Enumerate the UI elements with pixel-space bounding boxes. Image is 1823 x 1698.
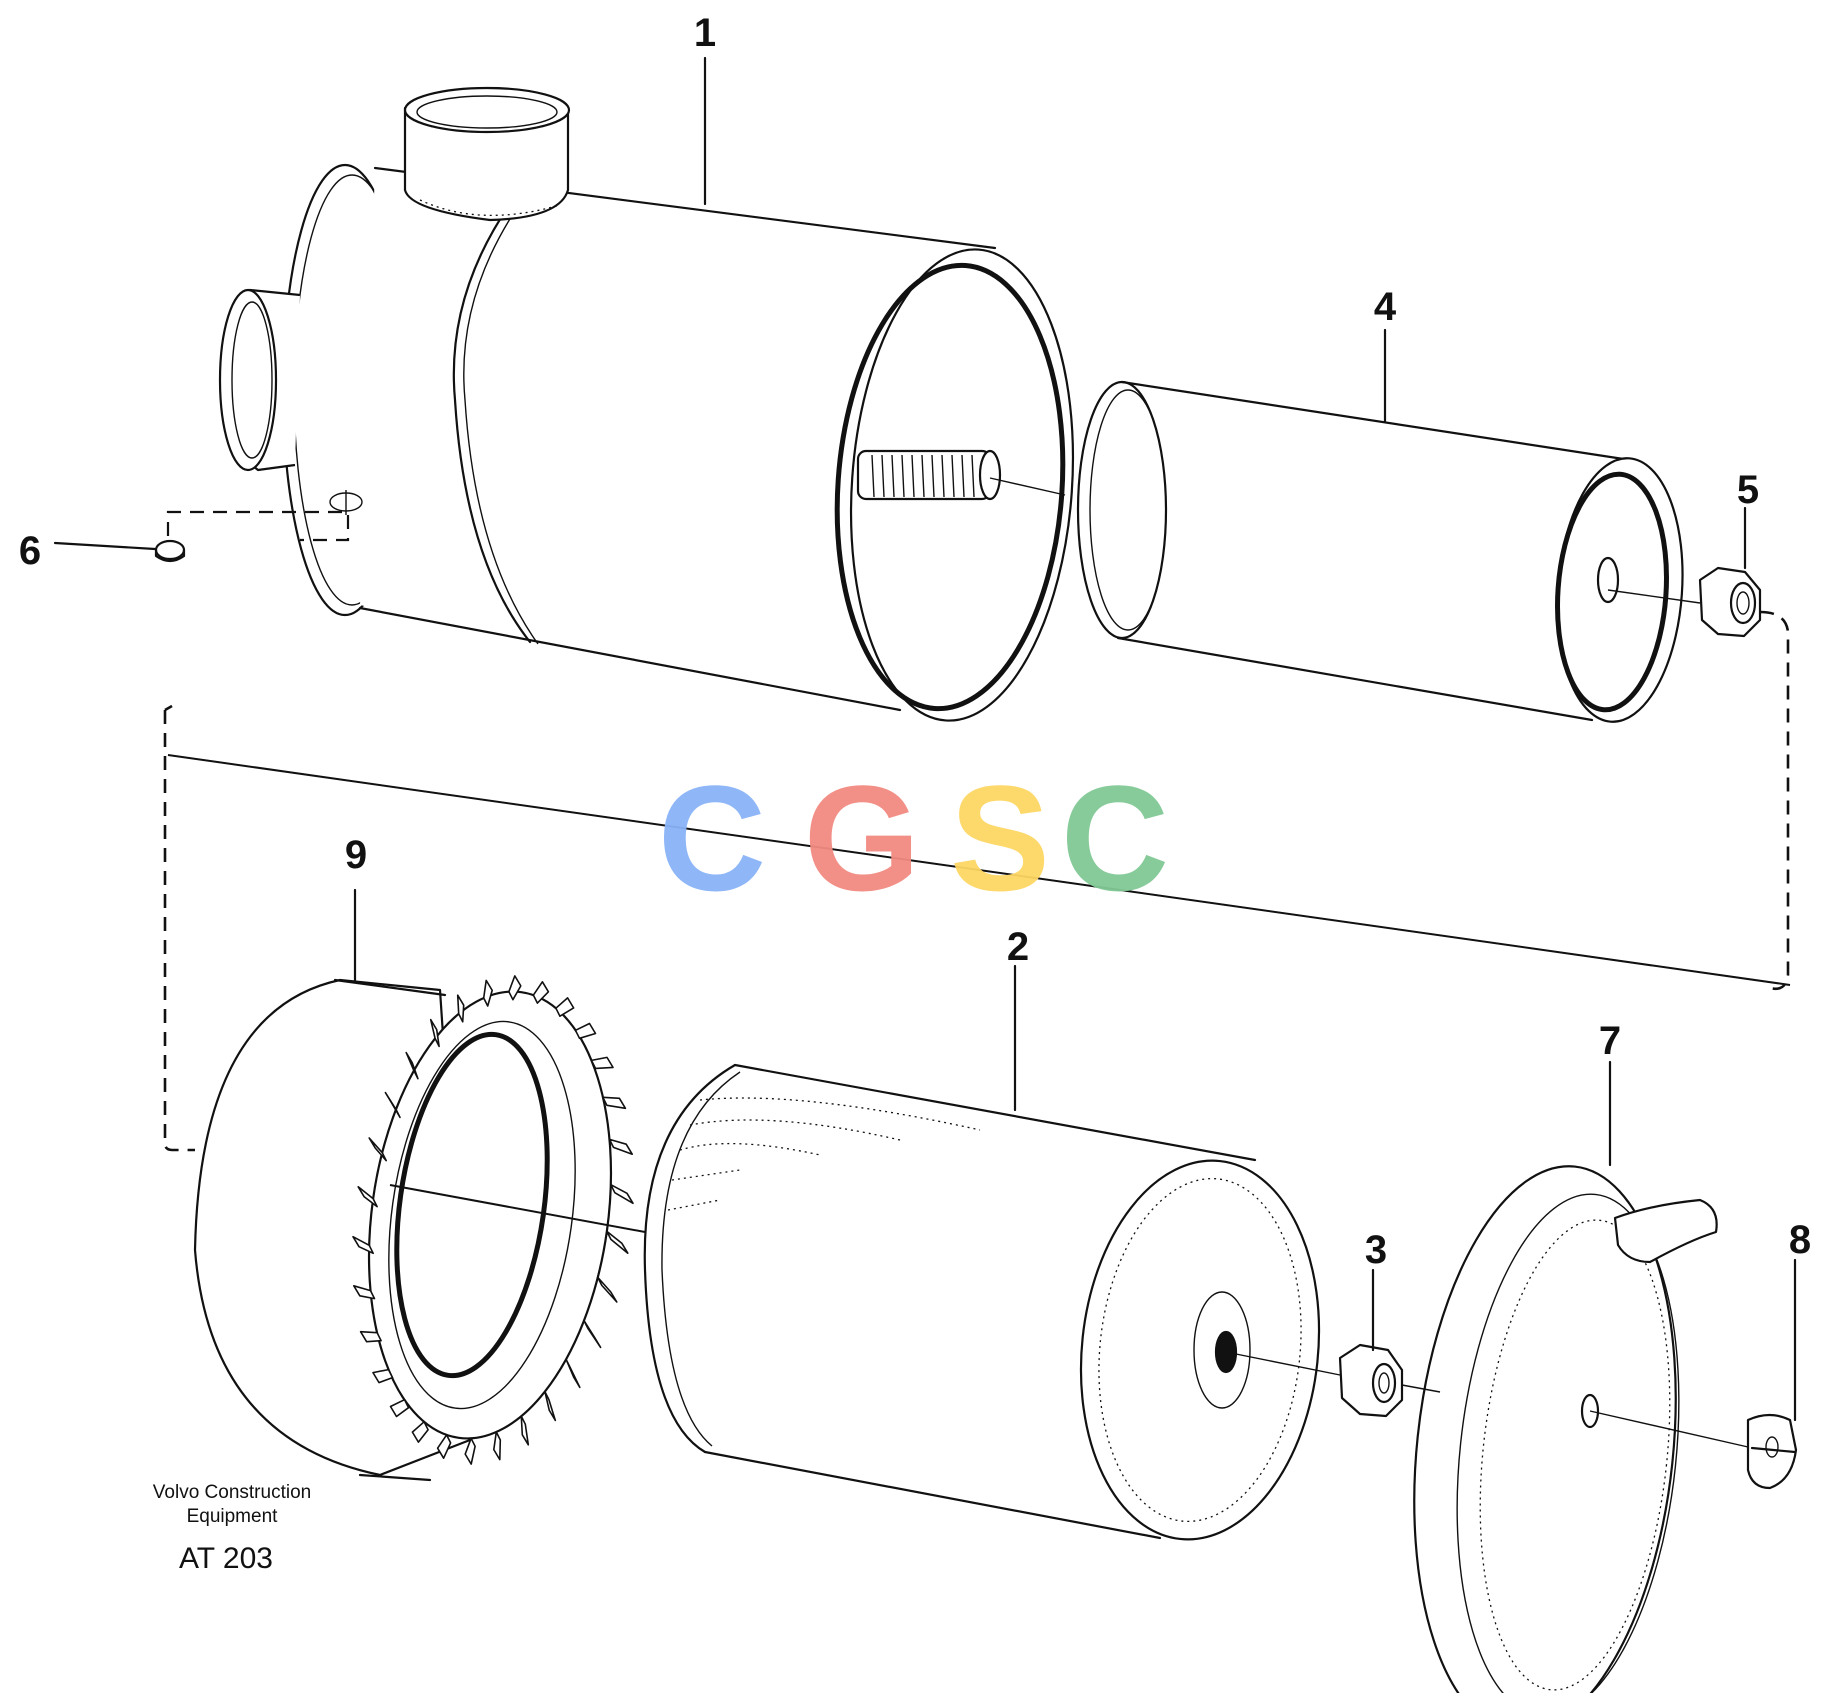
pre-cleaner-ring (193, 975, 634, 1482)
vane-blade (590, 1056, 614, 1070)
vane-blade (520, 1415, 530, 1446)
vane-blade (456, 994, 465, 1023)
callout-5: 5 (1737, 468, 1759, 512)
vane-blade (532, 981, 550, 1004)
caption-company-line-1: Volvo Construction (153, 1482, 311, 1503)
vane-blade (574, 1022, 597, 1040)
vane-blade (583, 1319, 602, 1349)
vane-blade (464, 1437, 476, 1465)
vane-blade (429, 1018, 440, 1048)
vane-blade (597, 1276, 618, 1303)
vane-blade (405, 1051, 419, 1080)
vane-blade (508, 975, 522, 1001)
vane-blade (411, 1421, 429, 1443)
vane-blade (608, 1138, 633, 1155)
watermark-letter: C (1061, 754, 1169, 922)
vane-blade (606, 1230, 629, 1254)
vane-blade (372, 1368, 394, 1384)
nut-part-3 (1338, 1343, 1404, 1418)
callout-9: 9 (345, 833, 367, 877)
vane-blade (482, 979, 493, 1007)
vane-blade (389, 1398, 410, 1418)
watermark-letter: G (804, 754, 921, 922)
wing-nut-part-8 (1746, 1413, 1798, 1490)
vane-blade (353, 1285, 376, 1300)
vane-blade (544, 1390, 557, 1422)
callout-6: 6 (19, 529, 41, 573)
air-cleaner-housing (166, 86, 1075, 722)
mesh-pattern (667, 1097, 981, 1211)
callout-8: 8 (1789, 1218, 1811, 1262)
vane-blade (565, 1358, 581, 1389)
vane-blade (357, 1186, 378, 1208)
vane-blade (436, 1434, 452, 1459)
callout-1: 1 (694, 11, 716, 55)
vane-blade (352, 1235, 374, 1255)
callout-2: 2 (1007, 925, 1029, 969)
washer-part-6 (154, 539, 186, 563)
vane-blade (555, 997, 575, 1017)
drawing-code: AT 203 (179, 1542, 273, 1575)
vane-blade (602, 1096, 627, 1110)
callout-4: 4 (1374, 285, 1397, 329)
vane-blade (368, 1137, 387, 1162)
assembly-axes (163, 477, 1791, 1448)
vane-blade (384, 1091, 401, 1119)
vane-blade (610, 1183, 634, 1205)
nut-part-5 (1698, 566, 1762, 638)
callout-3: 3 (1365, 1228, 1387, 1272)
caption-company-line-2: Equipment (187, 1506, 279, 1527)
leader-lines (53, 56, 1797, 1422)
watermark-letter: S (950, 754, 1050, 922)
watermark-letter: C (658, 754, 766, 922)
main-filter-element (643, 1063, 1321, 1541)
safety-filter-element (1076, 380, 1684, 723)
vane-blade (359, 1330, 382, 1343)
end-cover (1413, 1165, 1718, 1698)
vane-blade (493, 1431, 502, 1461)
callout-7: 7 (1599, 1019, 1621, 1063)
